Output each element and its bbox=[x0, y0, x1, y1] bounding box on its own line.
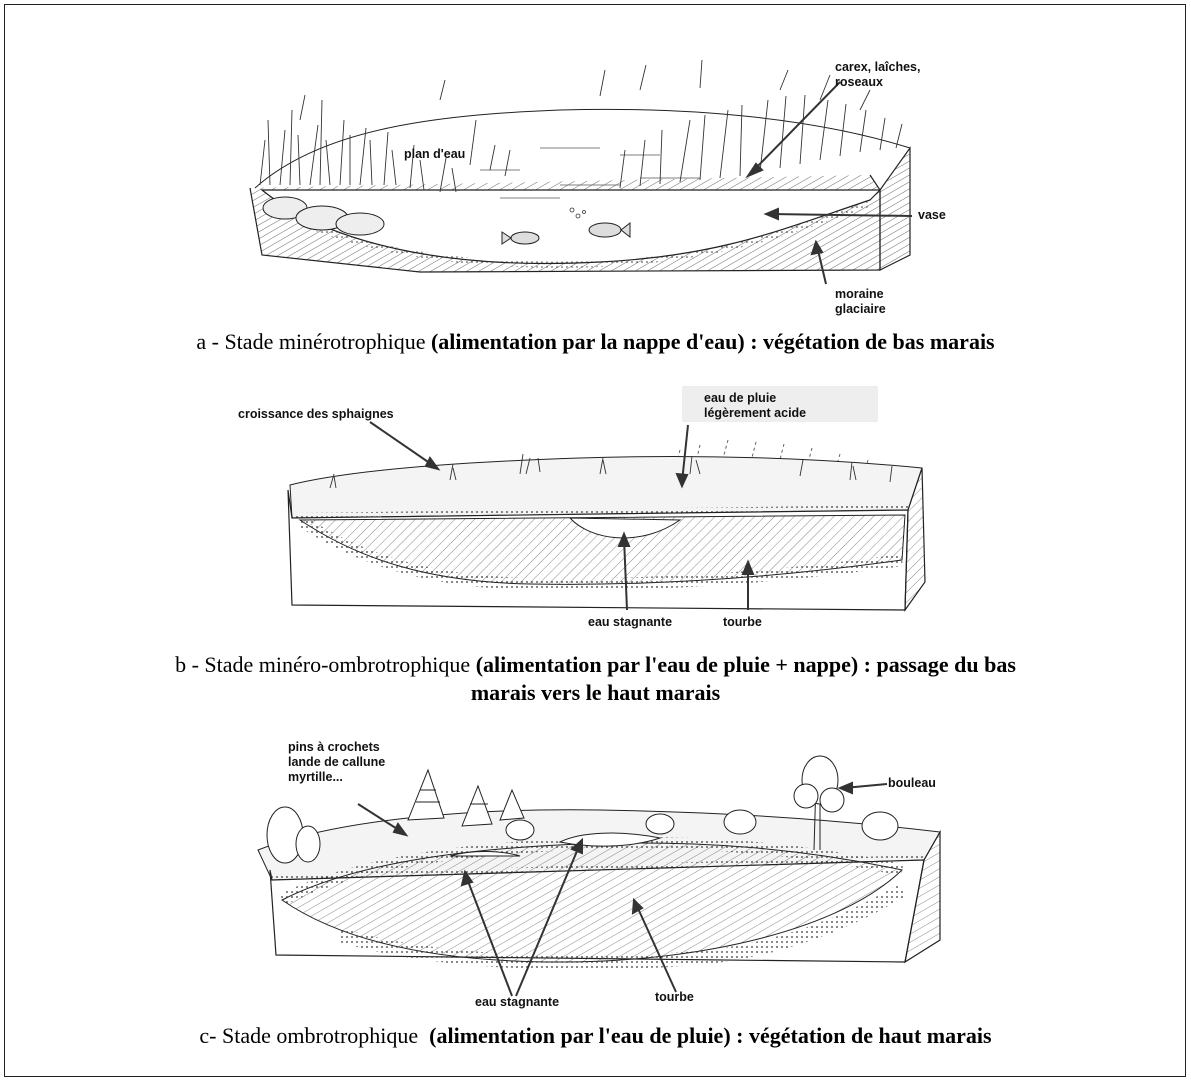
illustration-minero-ombrotrophic-stage bbox=[0, 370, 1191, 640]
label-sphagnum-growth: croissance des sphaignes bbox=[238, 407, 394, 422]
label-pines-heather-bilberry: pins à crochets lande de callune myrtill… bbox=[288, 740, 385, 785]
caption-stage-b: b - Stade minéro-ombrotrophique (aliment… bbox=[0, 651, 1191, 707]
panel-c: pins à crochets lande de callune myrtill… bbox=[0, 740, 1191, 1083]
label-water-body: plan d'eau bbox=[404, 147, 465, 162]
label-acid-rain-water: eau de pluie légèrement acide bbox=[704, 391, 806, 421]
label-moraine: moraine glaciaire bbox=[835, 287, 886, 317]
label-mud: vase bbox=[918, 208, 946, 223]
label-stagnant-water: eau stagnante bbox=[475, 995, 559, 1010]
label-reeds: carex, laîches, roseaux bbox=[835, 60, 920, 90]
caption-stage-a: a - Stade minérotrophique (alimentation … bbox=[0, 328, 1191, 356]
panel-b: croissance des sphaignes eau de pluie lé… bbox=[0, 370, 1191, 700]
illustration-minerotrophic-stage bbox=[0, 0, 1191, 330]
label-birch: bouleau bbox=[888, 776, 936, 791]
label-stagnant-water: eau stagnante bbox=[588, 615, 672, 630]
label-peat: tourbe bbox=[723, 615, 762, 630]
illustration-ombrotrophic-stage bbox=[0, 740, 1191, 1030]
panel-a: carex, laîches, roseaux plan d'eau vase … bbox=[0, 0, 1191, 370]
caption-stage-c: c- Stade ombrotrophique (alimentation pa… bbox=[0, 1022, 1191, 1050]
label-peat: tourbe bbox=[655, 990, 694, 1005]
